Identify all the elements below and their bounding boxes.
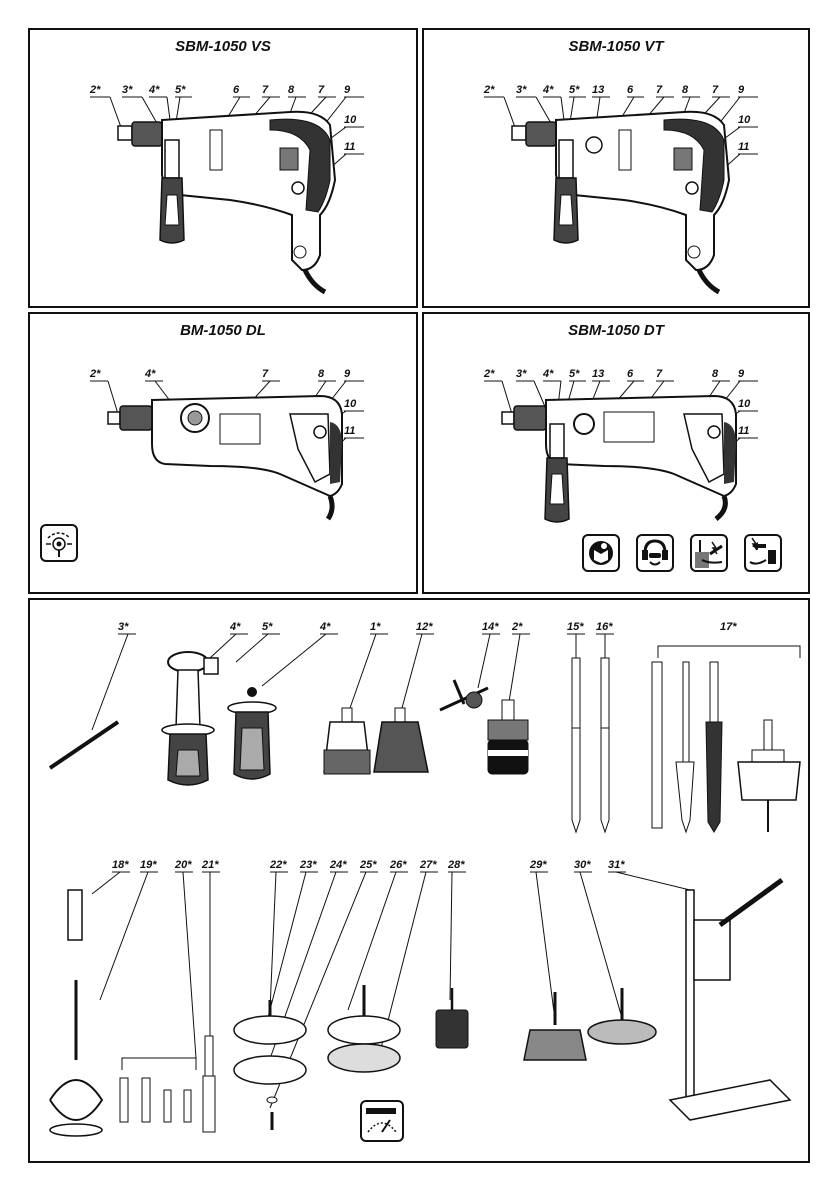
callout-label: 7 — [656, 84, 663, 96]
panel-title: SBM-1050 DT — [568, 322, 664, 339]
callout-label: 11 — [738, 425, 750, 437]
ear-eye-protection-icon — [636, 534, 674, 572]
callout-label: 4* — [543, 368, 554, 380]
callout-label: 6 — [233, 84, 240, 96]
callout-label: 4* — [543, 84, 554, 96]
callout-label: 7 — [262, 368, 269, 380]
callout-label: 9 — [344, 84, 351, 96]
callout-label: 17* — [720, 621, 737, 633]
callout-label: 10 — [344, 114, 357, 126]
callout-label: 25* — [360, 859, 377, 871]
panel-sbm-1050-vs: SBM-1050 VS 2* 3* 4* 5* 6 7 8 7 9 10 11 — [28, 28, 418, 308]
callout-label: 3* — [118, 621, 129, 633]
callout-label: 9 — [738, 368, 745, 380]
callout-label: 7 — [318, 84, 325, 96]
callout-label: 18* — [112, 859, 129, 871]
callout-label: 8 — [682, 84, 689, 96]
callout-label: 2* — [484, 84, 495, 96]
callout-label: 31* — [608, 859, 625, 871]
callout-label: 1* — [370, 621, 381, 633]
callout-label: 28* — [448, 859, 465, 871]
callout-label: 30* — [574, 859, 591, 871]
callout-label: 2* — [512, 621, 523, 633]
callout-label: 3* — [516, 84, 527, 96]
panel-title: BM-1050 DL — [180, 322, 266, 339]
callout-label: 3* — [516, 368, 527, 380]
callout-label: 5* — [175, 84, 186, 96]
callout-label: 5* — [569, 368, 580, 380]
callout-label: 2* — [90, 368, 101, 380]
callout-label: 7 — [262, 84, 269, 96]
callout-label: 8 — [318, 368, 325, 380]
callout-label: 15* — [567, 621, 584, 633]
callout-label: 11 — [344, 141, 356, 153]
panel-accessories: 3* 4* 5* 4* 1* 12* 14* 2* 15* 16* 17* 18… — [28, 598, 810, 1163]
callout-label: 2* — [484, 368, 495, 380]
callout-label: 4* — [320, 621, 331, 633]
impact-drill-illustration — [484, 380, 758, 523]
unplug-before-service-icon — [744, 534, 782, 572]
callout-label: 4* — [230, 621, 241, 633]
callout-label: 24* — [330, 859, 347, 871]
callout-label: 4* — [149, 84, 160, 96]
callout-label: 5* — [262, 621, 273, 633]
callout-label: 27* — [420, 859, 437, 871]
callout-label: 23* — [300, 859, 317, 871]
callout-label: 2* — [90, 84, 101, 96]
callout-label: 7 — [712, 84, 719, 96]
callout-label: 4* — [145, 368, 156, 380]
callout-label: 29* — [530, 859, 547, 871]
callout-label: 14* — [482, 621, 499, 633]
callout-label: 21* — [202, 859, 219, 871]
callout-label: 9 — [344, 368, 351, 380]
callout-label: 10 — [738, 398, 751, 410]
panel-title: SBM-1050 VS — [175, 38, 271, 55]
panel-sbm-1050-vt: SBM-1050 VT 2* 3* 4* 5* 13 6 7 8 7 9 10 … — [422, 28, 810, 308]
callout-label: 8 — [712, 368, 719, 380]
hidden-wiring-warning-icon — [690, 534, 728, 572]
callout-label: 7 — [656, 368, 663, 380]
callout-label: 16* — [596, 621, 613, 633]
rotation-mode-icon — [40, 524, 78, 562]
panel-sbm-1050-dt: SBM-1050 DT 2* 3* 4* 5* 13 6 7 8 9 10 11 — [422, 312, 810, 594]
accessories-illustration — [48, 633, 801, 1137]
callout-label: 11 — [738, 141, 750, 153]
callout-label: 5* — [569, 84, 580, 96]
speed-dial-icon — [360, 1100, 404, 1142]
callout-label: 10 — [344, 398, 357, 410]
callout-label: 13 — [592, 84, 605, 96]
callout-label: 12* — [416, 621, 433, 633]
impact-drill-illustration — [484, 96, 758, 295]
callout-label: 19* — [140, 859, 157, 871]
callout-label: 10 — [738, 114, 751, 126]
callout-label: 6 — [627, 368, 634, 380]
callout-label: 8 — [288, 84, 295, 96]
drill-illustration — [90, 380, 364, 521]
panel-bm-1050-dl: BM-1050 DL 2* 4* 7 8 9 10 11 — [28, 312, 418, 594]
impact-drill-illustration — [90, 96, 364, 295]
read-manual-icon — [582, 534, 620, 572]
callout-label: 9 — [738, 84, 745, 96]
panel-title: SBM-1050 VT — [568, 38, 664, 55]
callout-label: 26* — [390, 859, 407, 871]
callout-label: 6 — [627, 84, 634, 96]
callout-label: 3* — [122, 84, 133, 96]
callout-label: 11 — [344, 425, 356, 437]
callout-label: 13 — [592, 368, 605, 380]
callout-label: 22* — [270, 859, 287, 871]
callout-label: 20* — [175, 859, 192, 871]
